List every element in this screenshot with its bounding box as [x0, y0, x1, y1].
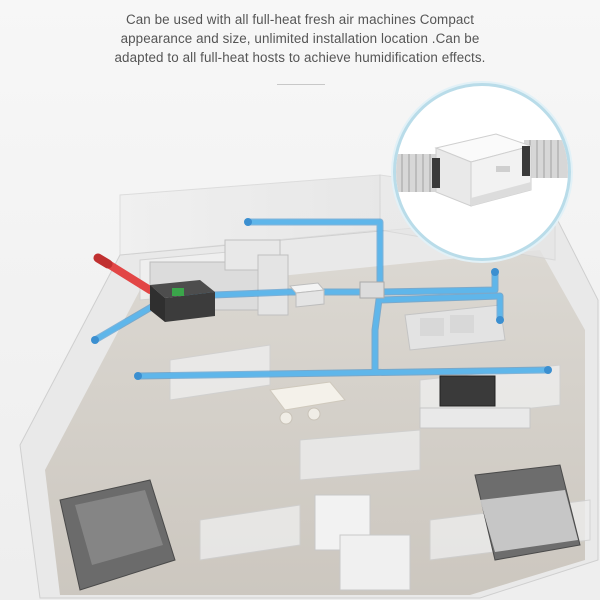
duct-branch-down	[372, 289, 383, 375]
duct-branch-sofa	[377, 293, 503, 323]
duct-vent-end-2	[491, 268, 499, 276]
caption-line-2: appearance and size, unlimited installat…	[120, 31, 480, 46]
humidifier-closeup	[396, 133, 568, 207]
caption-divider	[277, 84, 325, 85]
flexible-duct-left	[396, 154, 438, 192]
bed-left-cover	[75, 490, 163, 565]
humidifier-unit-icon	[289, 282, 325, 308]
duct-branch-living	[377, 269, 498, 295]
description-caption: Can be used with all full-heat fresh air…	[30, 10, 570, 67]
duct-cross-main	[135, 367, 551, 379]
fresh-air-machine-icon	[150, 280, 215, 322]
duct-vent-end-1	[244, 218, 252, 226]
sofa-cushion-1	[420, 318, 444, 336]
duct-vent-end-5	[496, 316, 504, 324]
tv-console	[439, 375, 496, 407]
duct-outdoor-intake	[92, 299, 163, 343]
duct-vent-end-4	[544, 366, 552, 374]
duct-vent-end-3	[134, 372, 142, 380]
sofa-cushion-2	[450, 315, 474, 333]
shelving	[339, 534, 411, 591]
dining-chair-2	[307, 407, 321, 421]
caption-line-3: adapted to all full-heat hosts to achiev…	[114, 50, 486, 65]
duct-exhaust-red	[101, 258, 154, 294]
humidifier-body	[432, 133, 533, 207]
caption-line-1: Can be used with all full-heat fresh air…	[125, 12, 475, 27]
duct-vent-end-6	[91, 336, 99, 344]
bed-right-cover	[480, 490, 578, 552]
fridge	[257, 254, 289, 316]
product-zoom-circle	[393, 83, 571, 261]
duct-junction-box	[359, 281, 385, 299]
dining-chair-1	[279, 411, 293, 425]
tv-stand	[419, 407, 531, 429]
dining-table	[269, 381, 346, 411]
partition-wall-4	[299, 429, 421, 481]
partition-wall-5	[199, 504, 301, 561]
